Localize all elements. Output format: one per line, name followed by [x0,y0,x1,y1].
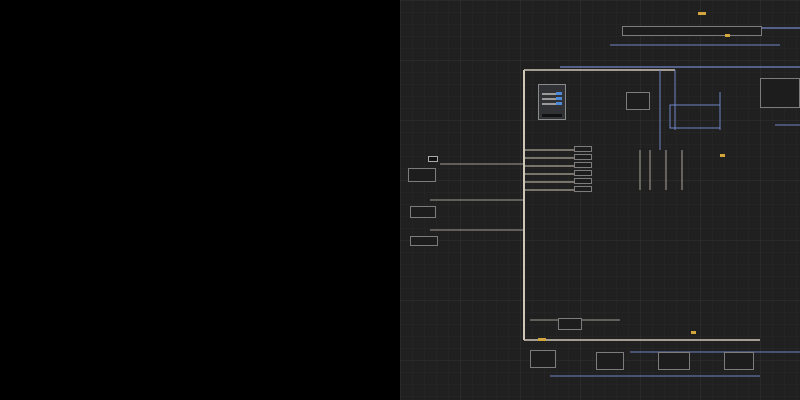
empty-preview-pane [0,0,400,400]
panel-row [542,93,556,95]
node-center-stack-4[interactable] [574,170,592,176]
node-upper-right[interactable] [760,78,800,108]
wires-and-grid [400,0,800,400]
node-center-stack-2[interactable] [574,154,592,160]
node-bottom-mid-2[interactable] [658,352,690,370]
accent-tag-2 [725,34,730,37]
inspector-panel[interactable] [538,84,566,120]
node-lower-center[interactable] [558,318,582,330]
node-center-stack-5[interactable] [574,178,592,184]
node-center-stack-1[interactable] [574,146,592,152]
note-node[interactable] [428,156,438,162]
node-bottom-right[interactable] [724,352,754,370]
accent-tag-5 [538,338,546,341]
node-center-stack-6[interactable] [574,186,592,192]
node-upper-center[interactable] [626,92,650,110]
panel-row [542,98,556,100]
node-left-2[interactable] [410,206,436,218]
panel-row [542,103,556,105]
panel-button[interactable] [556,102,562,105]
accent-tag-3 [720,154,725,157]
node-left-1[interactable] [408,168,436,182]
panel-footer [542,114,562,117]
node-bottom-left[interactable] [530,350,556,368]
node-center-stack-3[interactable] [574,162,592,168]
node-top-strip[interactable] [622,26,762,36]
node-graph-canvas[interactable] [400,0,800,400]
panel-button[interactable] [556,97,562,100]
accent-tag-4 [691,331,696,334]
panel-button[interactable] [556,92,562,95]
node-bottom-mid-1[interactable] [596,352,624,370]
accent-tag-1 [698,12,706,15]
node-left-3[interactable] [410,236,438,246]
